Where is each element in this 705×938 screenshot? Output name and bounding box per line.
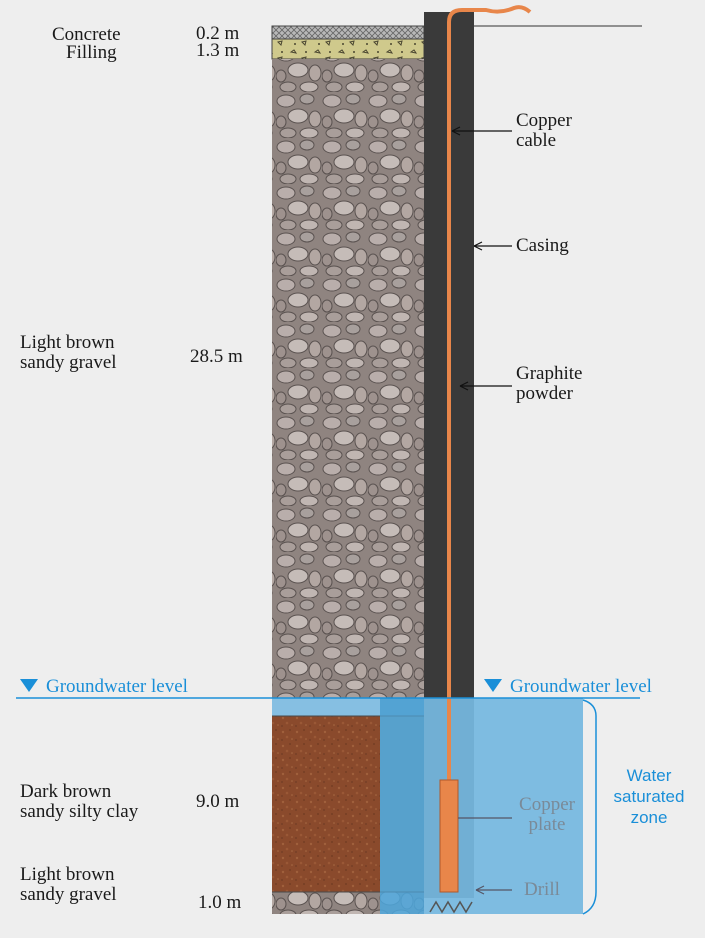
layer-name-clay: Dark brown sandy silty clay	[20, 782, 138, 822]
water-saturated-zone	[380, 698, 583, 914]
clay-layer	[272, 716, 380, 892]
zone-bracket	[582, 699, 597, 915]
groundwater-label-left-text: Groundwater level	[46, 676, 188, 697]
layer-name-concrete: Concrete	[52, 24, 121, 45]
layer-name-gravel-upper-line2: sandy gravel	[20, 352, 117, 373]
drill-bit	[429, 900, 473, 914]
zone-line1: Water	[626, 766, 672, 785]
label-drill: Drill	[524, 879, 560, 900]
layer-name-gravel-lower: Light brown sandy gravel	[20, 865, 117, 905]
casing-arrowhead	[473, 241, 483, 251]
graphite-arrowhead	[459, 381, 469, 391]
layer-name-clay-line2: sandy silty clay	[20, 801, 139, 822]
label-graphite-powder-line1: Graphite	[516, 363, 583, 384]
label-copper-cable-line2: cable	[516, 130, 557, 151]
label-copper-cable: Copper cable	[516, 111, 572, 151]
thickness-gravel-lower: 1.0 m	[198, 892, 242, 913]
thickness-gravel-upper: 28.5 m	[190, 346, 243, 367]
groundwater-triangle-icon	[20, 679, 38, 693]
thickness-filling: 1.3 m	[196, 40, 240, 61]
copper-plate	[439, 779, 459, 893]
groundwater-label-right: Groundwater level	[484, 677, 652, 697]
label-copper-plate-line1: Copper	[519, 794, 575, 815]
layer-name-gravel-lower-line1: Light brown	[20, 864, 115, 885]
label-copper-plate: Copper plate	[512, 795, 582, 835]
groundwater-label-right-text: Groundwater level	[510, 676, 652, 697]
thickness-concrete: 0.2 m	[196, 23, 240, 44]
groundwater-triangle-icon	[484, 679, 502, 693]
zone-line3: zone	[630, 808, 668, 827]
layer-name-gravel-lower-line2: sandy gravel	[20, 884, 117, 905]
label-water-saturated-zone: Water saturated zone	[604, 765, 694, 828]
thickness-clay: 9.0 m	[196, 791, 240, 812]
layer-name-gravel-upper: Light brown sandy gravel	[20, 333, 117, 373]
label-copper-cable-line1: Copper	[516, 110, 572, 131]
zone-line2: saturated	[613, 787, 685, 806]
label-graphite-powder: Graphite powder	[516, 364, 582, 404]
filling-layer	[271, 38, 425, 60]
concrete-layer	[271, 25, 425, 40]
layer-name-clay-line1: Dark brown	[20, 781, 112, 802]
copper-cable-arrowhead	[451, 126, 461, 136]
copper-cable	[447, 5, 532, 780]
label-graphite-powder-line2: powder	[516, 383, 573, 404]
layer-name-gravel-upper-line1: Light brown	[20, 332, 115, 353]
gravel-layer-upper	[272, 59, 424, 698]
groundwater-label-left: Groundwater level	[20, 677, 188, 697]
label-copper-plate-line2: plate	[528, 814, 566, 835]
drill-arrowhead	[475, 885, 485, 895]
label-casing: Casing	[516, 235, 569, 256]
layer-name-filling: Filling	[66, 42, 117, 63]
